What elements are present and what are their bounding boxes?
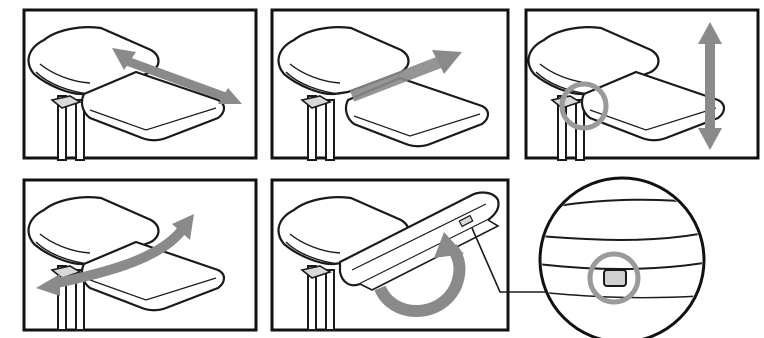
panel-height-adjust: [526, 10, 758, 160]
panel-flip-up: [272, 180, 508, 330]
panel-pivot-rotate: [24, 180, 256, 330]
panel-slide-forward-back: [24, 10, 256, 160]
release-button-detail: [538, 178, 710, 338]
release-button: [604, 270, 626, 286]
panel-slide-pad: [272, 10, 508, 160]
